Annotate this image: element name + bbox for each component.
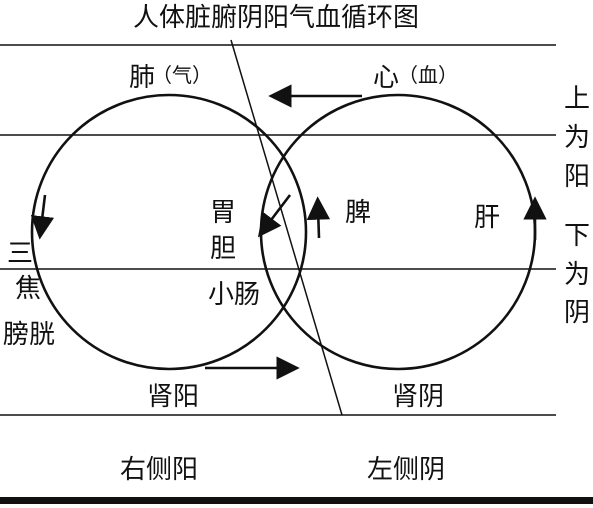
- bottom-thick-bar: [0, 497, 593, 504]
- small-intestine-label: 小肠: [208, 280, 260, 310]
- arrow-stomach-gallbladder-down: [257, 194, 292, 238]
- flow-arrows: [30, 84, 547, 380]
- arrow-spleen-up: [306, 196, 331, 239]
- lower-yin-char-3: 阴: [564, 298, 590, 328]
- liver-label: 肝: [474, 203, 500, 233]
- sanjiao-label-1: 三: [7, 239, 33, 269]
- lung-qi-note: （气）: [152, 63, 212, 87]
- lower-yin-char-1: 下: [564, 221, 590, 251]
- spleen-label: 脾: [345, 198, 371, 228]
- right-side-yang-label: 右侧阳: [120, 455, 198, 485]
- side-labels: 上 为 阳 下 为 阴: [564, 84, 590, 328]
- stomach-label: 胃: [210, 198, 236, 228]
- circulation-circles: [30, 93, 537, 371]
- horizontal-divider-lines: [0, 44, 556, 416]
- upper-yang-char-2: 为: [564, 123, 590, 153]
- kidney-yin-label: 肾阴: [392, 382, 444, 412]
- upper-yang-char-1: 上: [564, 84, 590, 114]
- left-side-yin-label: 左侧阴: [367, 455, 445, 485]
- lower-yin-char-2: 为: [564, 260, 590, 290]
- diagram-title: 人体脏腑阴阳气血循环图: [133, 3, 419, 33]
- left-circle-qi: [30, 93, 308, 371]
- gallbladder-label: 胆: [210, 234, 236, 264]
- arrow-left-circle-down: [30, 194, 55, 240]
- lung-label: 肺: [129, 63, 155, 93]
- heart-label: 心: [373, 63, 399, 93]
- heart-blood-note: （血）: [398, 63, 458, 87]
- bottom-labels: 右侧阳 左侧阴: [120, 455, 445, 485]
- bladder-label: 膀胱: [3, 320, 55, 350]
- kidney-yang-label: 肾阳: [147, 382, 199, 412]
- organ-labels: 肺 （气） 心 （血） 胃 胆 脾 肝 小肠 肾阳 肾阴 三 焦 膀胱: [3, 63, 500, 412]
- diagonal-divider-line: [230, 39, 343, 416]
- upper-yang-char-3: 阳: [564, 162, 590, 192]
- sanjiao-label-2: 焦: [15, 274, 41, 304]
